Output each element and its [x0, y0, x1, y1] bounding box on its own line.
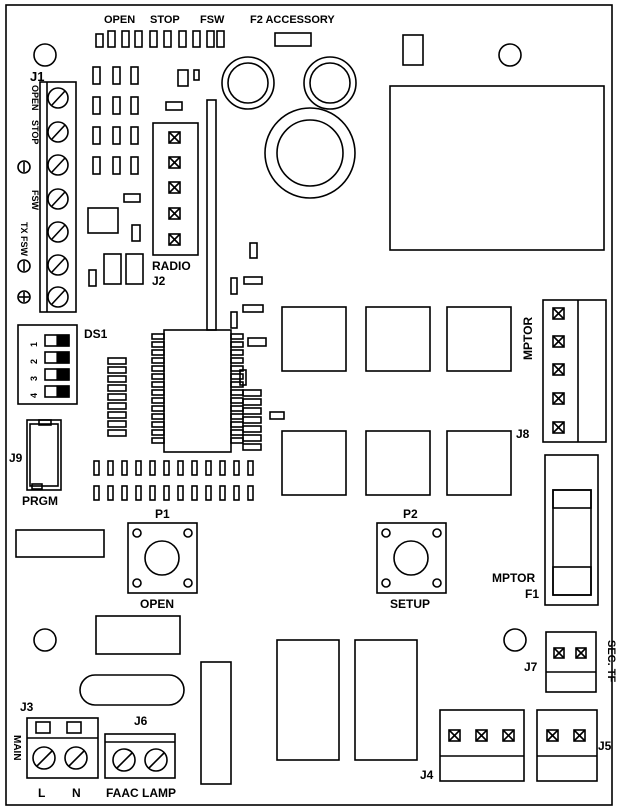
f2-accessory-fuse	[274, 32, 312, 47]
relay-block	[354, 639, 418, 761]
f1-label: F1	[525, 587, 539, 601]
component-block	[95, 615, 181, 655]
p1-label: P1	[155, 507, 170, 521]
mptor-pins	[552, 307, 565, 434]
prgm-label: PRGM	[22, 494, 58, 508]
setup-button[interactable]	[376, 522, 447, 594]
sec-tf-terminal-j7	[545, 631, 597, 693]
ic-pins-left	[151, 333, 165, 444]
led-label-stop: STOP	[150, 14, 180, 26]
relay-grid	[281, 306, 512, 496]
header-strip	[206, 99, 217, 331]
j1-stop-label: STOP	[30, 120, 40, 144]
svg-text:2: 2	[29, 359, 39, 364]
sec-tf-label: SEC. TF	[605, 640, 617, 682]
resistor-stack-right	[242, 389, 262, 451]
j5-label: J5	[598, 739, 612, 753]
component-block	[200, 661, 232, 785]
radio-label: RADIO	[152, 259, 191, 273]
component-block	[402, 34, 424, 66]
resistor-row-lower	[93, 485, 254, 501]
j9-label: J9	[9, 451, 23, 465]
mounting-hole	[33, 43, 57, 67]
j6-label: J6	[134, 714, 148, 728]
svg-text:1: 1	[29, 342, 39, 347]
j7-label: J7	[524, 660, 538, 674]
capacitor-oval	[79, 674, 185, 706]
status-leds	[95, 30, 225, 48]
radio-pins	[168, 131, 181, 246]
mptor-top-label: MPTOR	[521, 317, 535, 360]
microcontroller-ic	[163, 329, 232, 453]
resistor-stack-left	[107, 357, 127, 437]
small-components	[230, 242, 285, 420]
resistor-array	[87, 66, 200, 287]
n-label: N	[72, 786, 81, 800]
j8-label: J8	[516, 427, 530, 441]
minus-symbol	[17, 160, 31, 174]
svg-text:4: 4	[29, 393, 39, 398]
j1-screws	[47, 87, 69, 308]
p2-label: P2	[403, 507, 418, 521]
mptor-terminal-j8	[542, 299, 607, 443]
open-button[interactable]	[127, 522, 198, 594]
radio-connector-j2	[152, 122, 199, 256]
terminal-j4	[439, 709, 525, 782]
ds1-switches: 1 2 3 4	[29, 334, 70, 398]
main-label: MAIN	[11, 735, 22, 761]
fuse-holder-f1	[544, 454, 599, 606]
prgm-connector-j9	[26, 419, 62, 491]
ic-pins-right	[230, 333, 244, 444]
led-label-open: OPEN	[104, 14, 135, 26]
setup-button-label: SETUP	[390, 597, 430, 611]
ds1-dip-switch	[17, 324, 78, 405]
minus-symbol	[17, 259, 31, 273]
toroid-coils	[221, 56, 357, 199]
l-label: L	[38, 786, 45, 800]
mounting-hole	[503, 628, 527, 652]
svg-text:3: 3	[29, 376, 39, 381]
led-label-fsw: FSW	[200, 14, 225, 26]
board-outline	[5, 4, 613, 806]
j1-label: J1	[30, 69, 44, 84]
plus-symbol	[17, 290, 31, 304]
component-block	[15, 529, 105, 558]
main-terminal-j3	[26, 717, 99, 779]
mounting-hole	[33, 628, 57, 652]
relay-block	[276, 639, 340, 761]
mptor-fuse-label: MPTOR	[492, 571, 535, 585]
j3-label: J3	[20, 700, 34, 714]
open-button-label: OPEN	[140, 597, 174, 611]
j1-open-label: OPEN	[30, 85, 40, 111]
f2-accessory-label: F2 ACCESSORY	[250, 14, 335, 26]
j1-fsw-label: FSW	[30, 190, 40, 211]
resistor-row-upper	[93, 460, 254, 476]
j1-txfsw-label: TX FSW	[19, 222, 29, 257]
terminal-j5	[536, 709, 598, 782]
ds1-label: DS1	[84, 327, 108, 341]
faac-lamp-label: FAAC LAMP	[106, 786, 176, 800]
j2-label: J2	[152, 274, 166, 288]
mounting-hole	[498, 43, 522, 67]
faac-lamp-terminal-j6	[104, 733, 176, 779]
j1-terminal-block	[39, 81, 77, 313]
j4-label: J4	[420, 768, 434, 782]
transformer-block	[389, 85, 605, 251]
